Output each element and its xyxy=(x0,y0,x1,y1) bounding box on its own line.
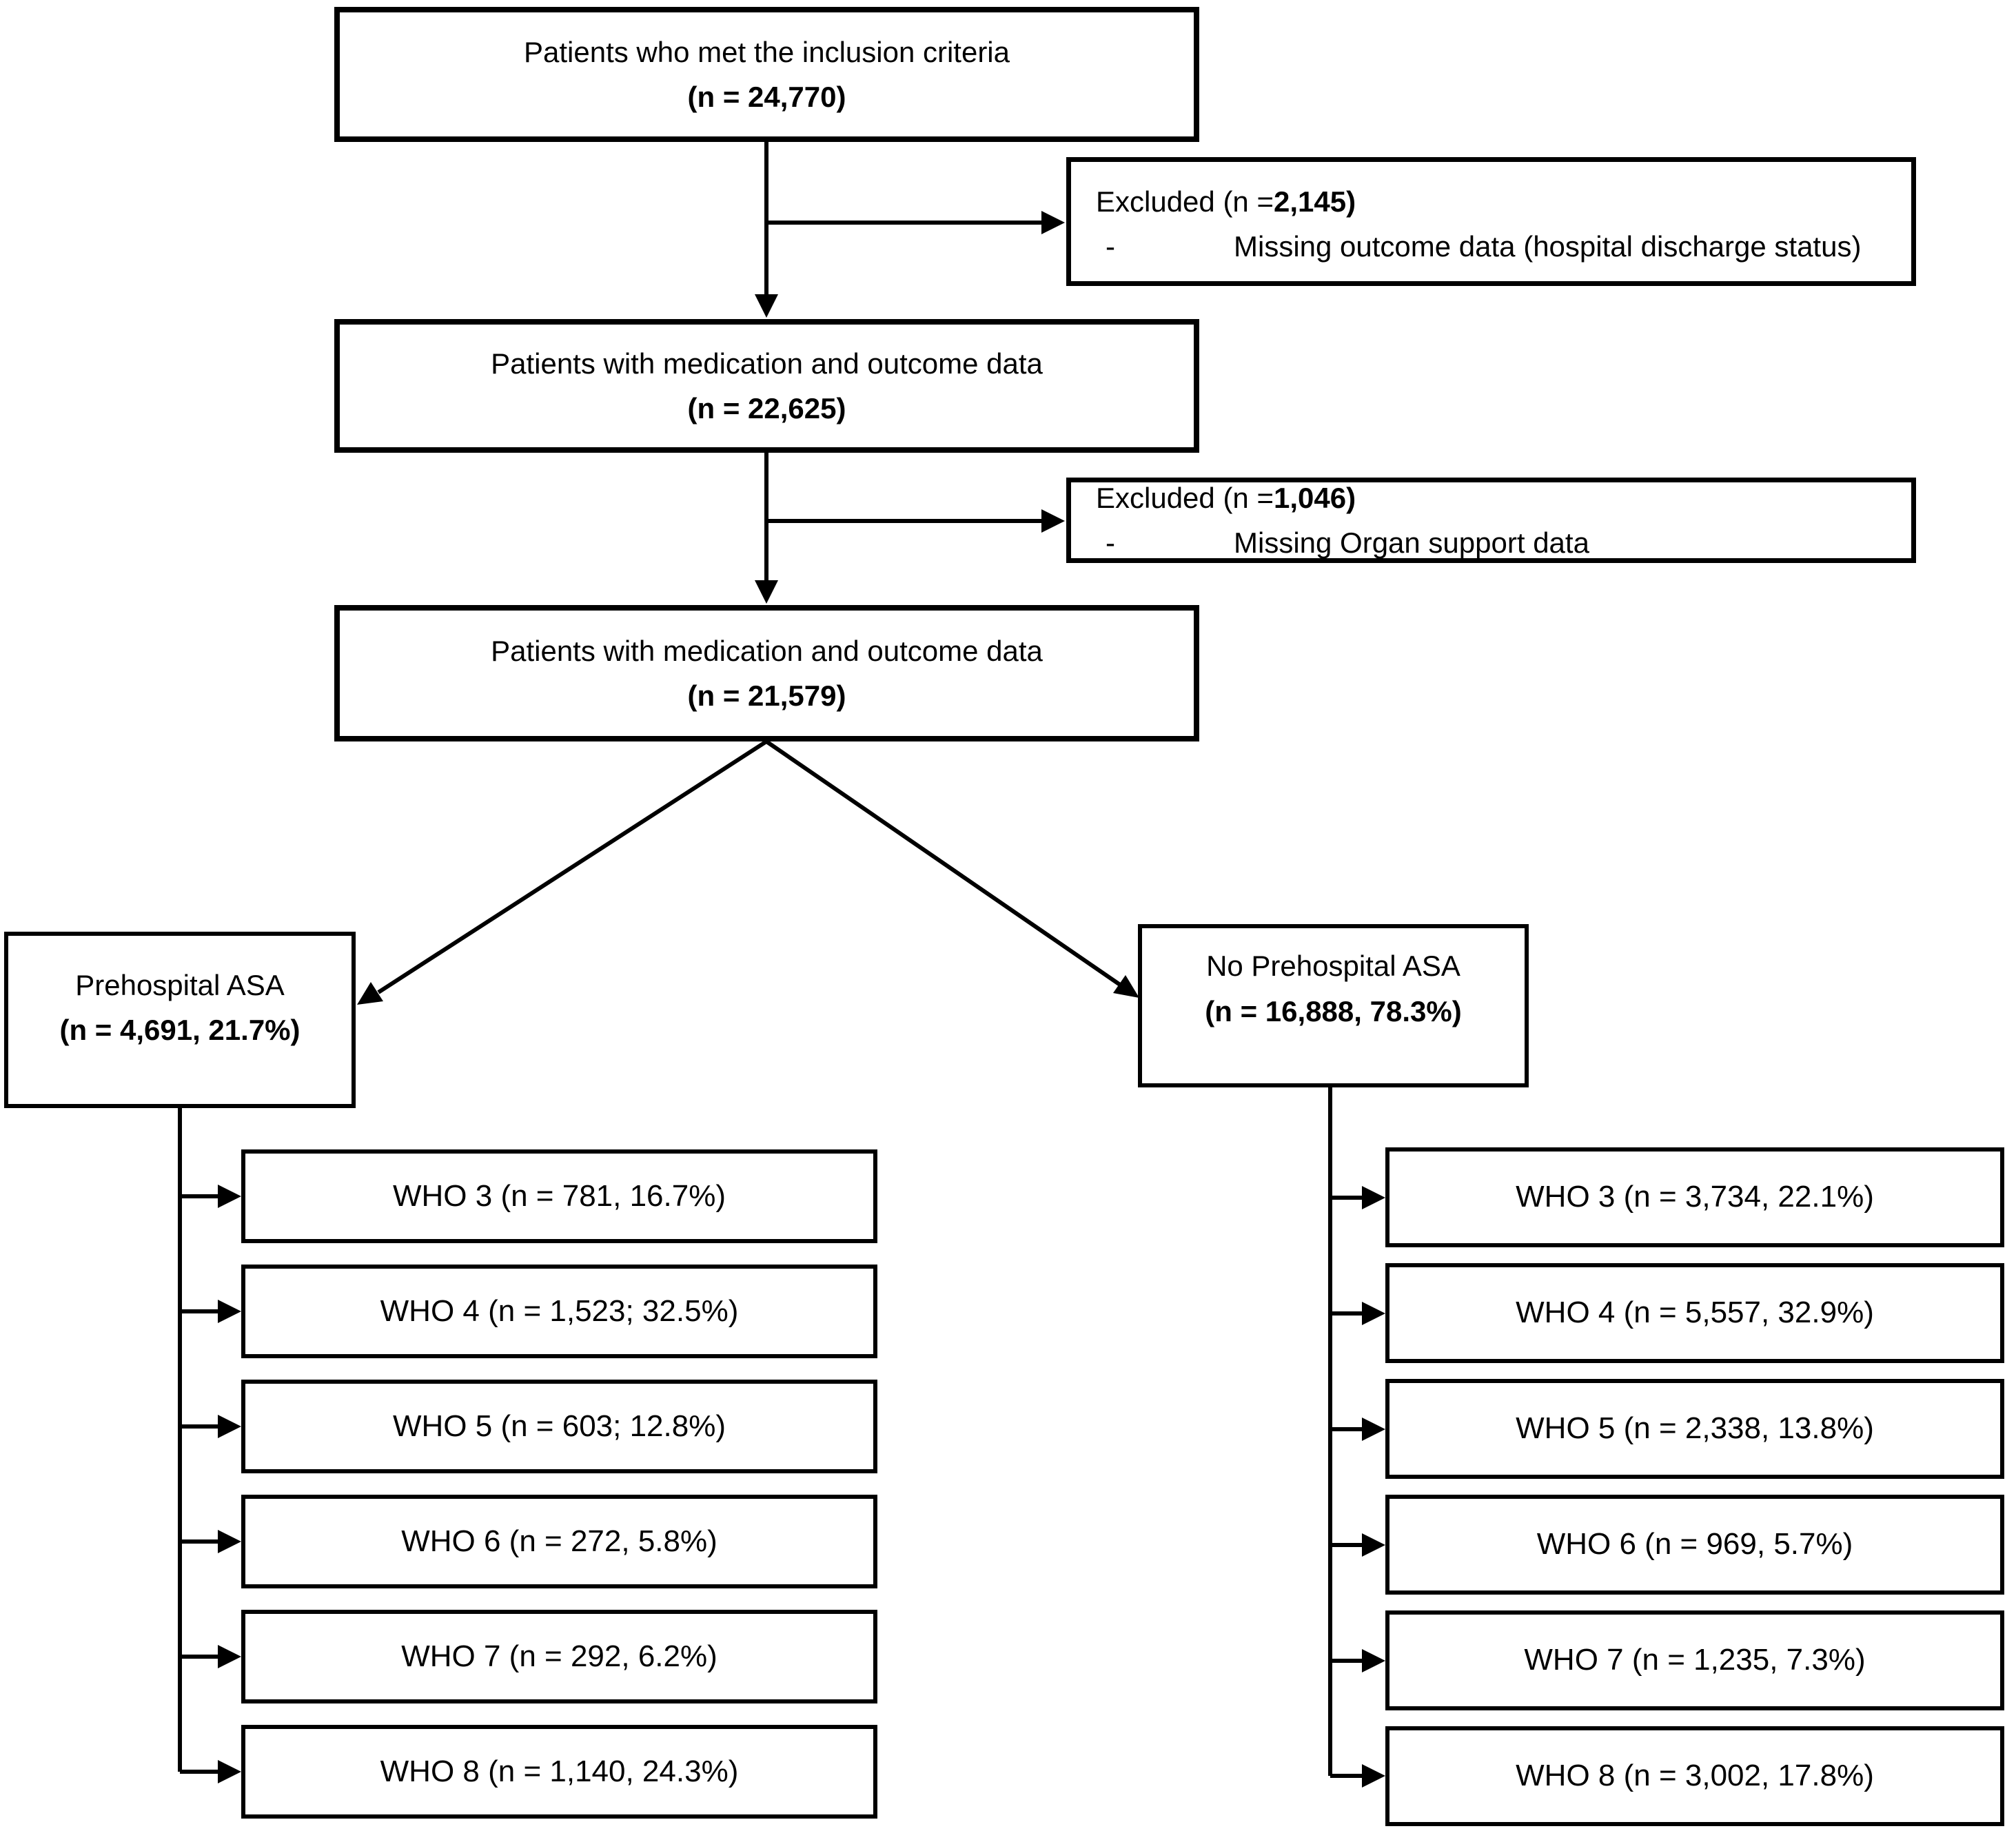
who-box-left-3-label: WHO 3 (n = 781, 16.7%) xyxy=(393,1178,726,1213)
arrowhead-excluded1 xyxy=(1041,211,1065,234)
arrowhead-right-who3 xyxy=(1362,1186,1385,1209)
excluded1-bullet-text: Missing outcome data (hospital discharge… xyxy=(1234,229,1862,263)
who-box-left-8: WHO 8 (n = 1,140, 24.3%) xyxy=(241,1725,877,1819)
connector-step3-branch-right xyxy=(765,739,1121,987)
who-box-right-7-label: WHO 7 (n = 1,235, 7.3%) xyxy=(1524,1643,1866,1677)
box-no-prehospital-asa-n: (n = 16,888, 78.3%) xyxy=(1205,994,1462,1027)
box-medication-outcome-22625-n: (n = 22,625) xyxy=(687,392,846,424)
arrowhead-right-who6 xyxy=(1362,1533,1385,1557)
who-box-left-7-label: WHO 7 (n = 292, 6.2%) xyxy=(401,1639,717,1673)
arrowhead-step3 xyxy=(755,580,778,604)
who-box-left-3: WHO 3 (n = 781, 16.7%) xyxy=(241,1149,877,1243)
excluded1-title-n: 2,145) xyxy=(1274,185,1356,218)
who-box-right-6: WHO 6 (n = 969, 5.7%) xyxy=(1385,1495,2004,1595)
box-inclusion-criteria-label: Patients who met the inclusion criteria xyxy=(524,35,1010,68)
arrowhead-left-who8 xyxy=(218,1760,241,1783)
arrowhead-step2 xyxy=(755,294,778,318)
box-excluded-missing-outcome: Excluded (n =2,145) - Missing outcome da… xyxy=(1066,157,1916,286)
excluded1-bullet-dash: - xyxy=(1106,229,1115,263)
arrowhead-right-who5 xyxy=(1362,1418,1385,1441)
who-box-right-7: WHO 7 (n = 1,235, 7.3%) xyxy=(1385,1610,2004,1710)
arrowhead-branch-left xyxy=(357,982,383,1005)
arrowhead-right-who7 xyxy=(1362,1649,1385,1672)
box-medication-outcome-21579-label: Patients with medication and outcome dat… xyxy=(491,634,1043,667)
excluded1-bullet: - Missing outcome data (hospital dischar… xyxy=(1096,224,1861,269)
arrowhead-left-who7 xyxy=(218,1645,241,1668)
who-box-right-3: WHO 3 (n = 3,734, 22.1%) xyxy=(1385,1147,2004,1247)
excluded1-title-prefix: Excluded (n = xyxy=(1096,185,1274,218)
arrowhead-left-who4 xyxy=(218,1300,241,1323)
box-inclusion-criteria-n: (n = 24,770) xyxy=(687,81,846,113)
who-box-left-5-label: WHO 5 (n = 603; 12.8%) xyxy=(393,1409,726,1443)
who-box-right-8-label: WHO 8 (n = 3,002, 17.8%) xyxy=(1516,1759,1874,1793)
who-box-left-8-label: WHO 8 (n = 1,140, 24.3%) xyxy=(380,1754,739,1788)
who-box-left-4: WHO 4 (n = 1,523; 32.5%) xyxy=(241,1265,877,1358)
arrowhead-left-who6 xyxy=(218,1530,241,1553)
excluded1-title: Excluded (n =2,145) xyxy=(1096,179,1356,224)
arrowhead-right-who8 xyxy=(1362,1764,1385,1788)
excluded2-title-n: 1,046) xyxy=(1274,481,1356,514)
box-medication-outcome-22625: Patients with medication and outcome dat… xyxy=(334,319,1199,453)
excluded2-bullet-dash: - xyxy=(1106,526,1115,559)
box-inclusion-criteria: Patients who met the inclusion criteria … xyxy=(334,7,1199,142)
box-prehospital-asa: Prehospital ASA (n = 4,691, 21.7%) xyxy=(4,932,356,1108)
box-medication-outcome-21579: Patients with medication and outcome dat… xyxy=(334,605,1199,741)
arrowhead-branch-right xyxy=(1113,975,1139,998)
who-box-left-6-label: WHO 6 (n = 272, 5.8%) xyxy=(401,1524,717,1558)
box-prehospital-asa-n: (n = 4,691, 21.7%) xyxy=(59,1014,301,1046)
box-no-prehospital-asa: No Prehospital ASA (n = 16,888, 78.3%) xyxy=(1138,924,1529,1087)
excluded2-title: Excluded (n =1,046) xyxy=(1096,475,1356,520)
arrowhead-left-who3 xyxy=(218,1185,241,1208)
who-box-right-4: WHO 4 (n = 5,557, 32.9%) xyxy=(1385,1263,2004,1363)
box-medication-outcome-22625-label: Patients with medication and outcome dat… xyxy=(491,347,1043,380)
arrowhead-left-who5 xyxy=(218,1415,241,1438)
box-excluded-missing-organ-support: Excluded (n =1,046) - Missing Organ supp… xyxy=(1066,478,1916,563)
who-box-right-4-label: WHO 4 (n = 5,557, 32.9%) xyxy=(1516,1296,1874,1330)
box-prehospital-asa-label: Prehospital ASA xyxy=(75,968,285,1001)
who-box-left-7: WHO 7 (n = 292, 6.2%) xyxy=(241,1610,877,1703)
excluded2-bullet: - Missing Organ support data xyxy=(1096,520,1589,565)
who-box-left-4-label: WHO 4 (n = 1,523; 32.5%) xyxy=(380,1293,739,1328)
excluded2-bullet-text: Missing Organ support data xyxy=(1234,526,1589,559)
box-no-prehospital-asa-label: No Prehospital ASA xyxy=(1206,950,1460,983)
box-medication-outcome-21579-n: (n = 21,579) xyxy=(687,679,846,712)
who-box-left-6: WHO 6 (n = 272, 5.8%) xyxy=(241,1495,877,1588)
excluded2-title-prefix: Excluded (n = xyxy=(1096,481,1274,514)
who-box-right-5-label: WHO 5 (n = 2,338, 13.8%) xyxy=(1516,1411,1874,1446)
who-box-right-6-label: WHO 6 (n = 969, 5.7%) xyxy=(1536,1527,1853,1562)
connector-step3-branch-left xyxy=(377,739,768,994)
who-box-right-5: WHO 5 (n = 2,338, 13.8%) xyxy=(1385,1379,2004,1479)
who-box-right-3-label: WHO 3 (n = 3,734, 22.1%) xyxy=(1516,1180,1874,1214)
arrowhead-excluded2 xyxy=(1041,509,1065,533)
who-box-left-5: WHO 5 (n = 603; 12.8%) xyxy=(241,1380,877,1473)
arrowhead-right-who4 xyxy=(1362,1302,1385,1325)
who-box-right-8: WHO 8 (n = 3,002, 17.8%) xyxy=(1385,1726,2004,1826)
